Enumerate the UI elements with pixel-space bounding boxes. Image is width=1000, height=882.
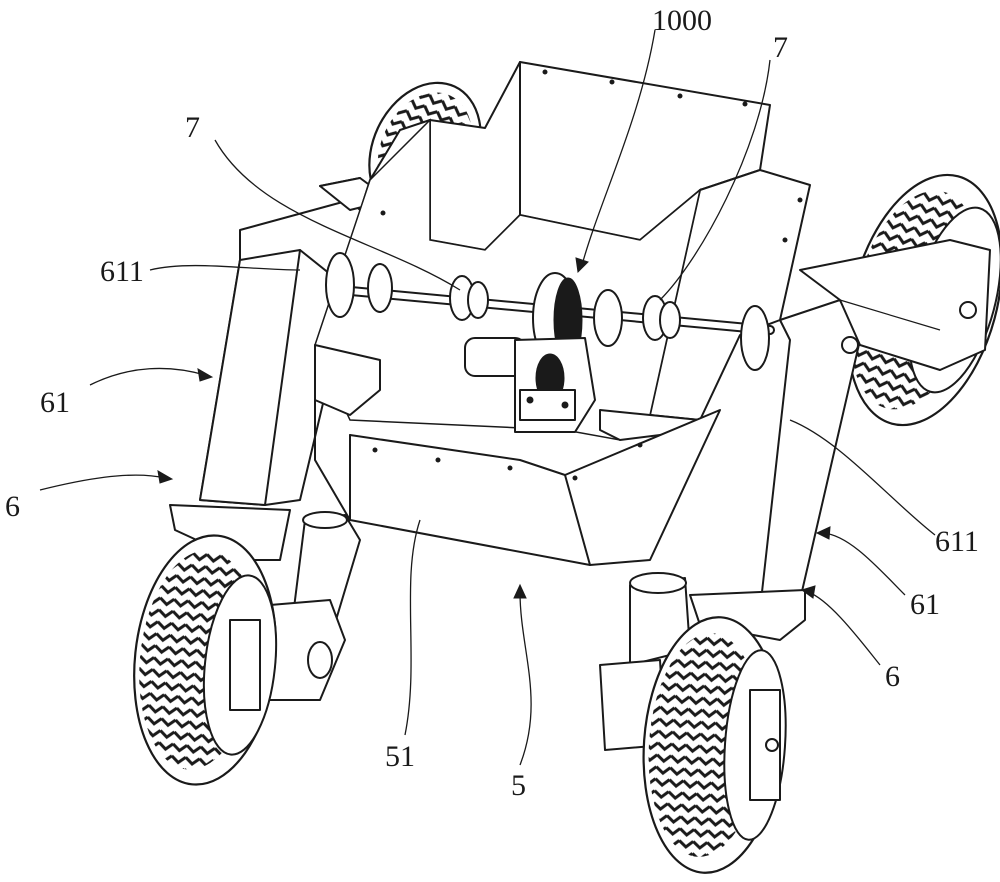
label-51: 51 (385, 740, 415, 773)
right-frame-arm (759, 239, 991, 611)
label-611-right: 611 (935, 525, 979, 558)
label-6-left: 6 (5, 490, 20, 523)
label-61-right: 61 (910, 588, 940, 621)
label-7-left: 7 (185, 111, 200, 144)
label-6-right: 6 (885, 660, 900, 693)
label-7-right: 7 (773, 31, 788, 64)
front-left-motor (264, 511, 361, 701)
label-611-left: 611 (100, 255, 144, 288)
front-right-wheel (642, 589, 806, 874)
leader-lines (39, 29, 936, 766)
label-61-left: 61 (40, 386, 70, 419)
drive-unit (464, 272, 623, 433)
box-body (314, 61, 811, 566)
label-1000: 1000 (652, 4, 712, 37)
label-5: 5 (511, 769, 526, 802)
front-left-wheel (133, 504, 291, 786)
